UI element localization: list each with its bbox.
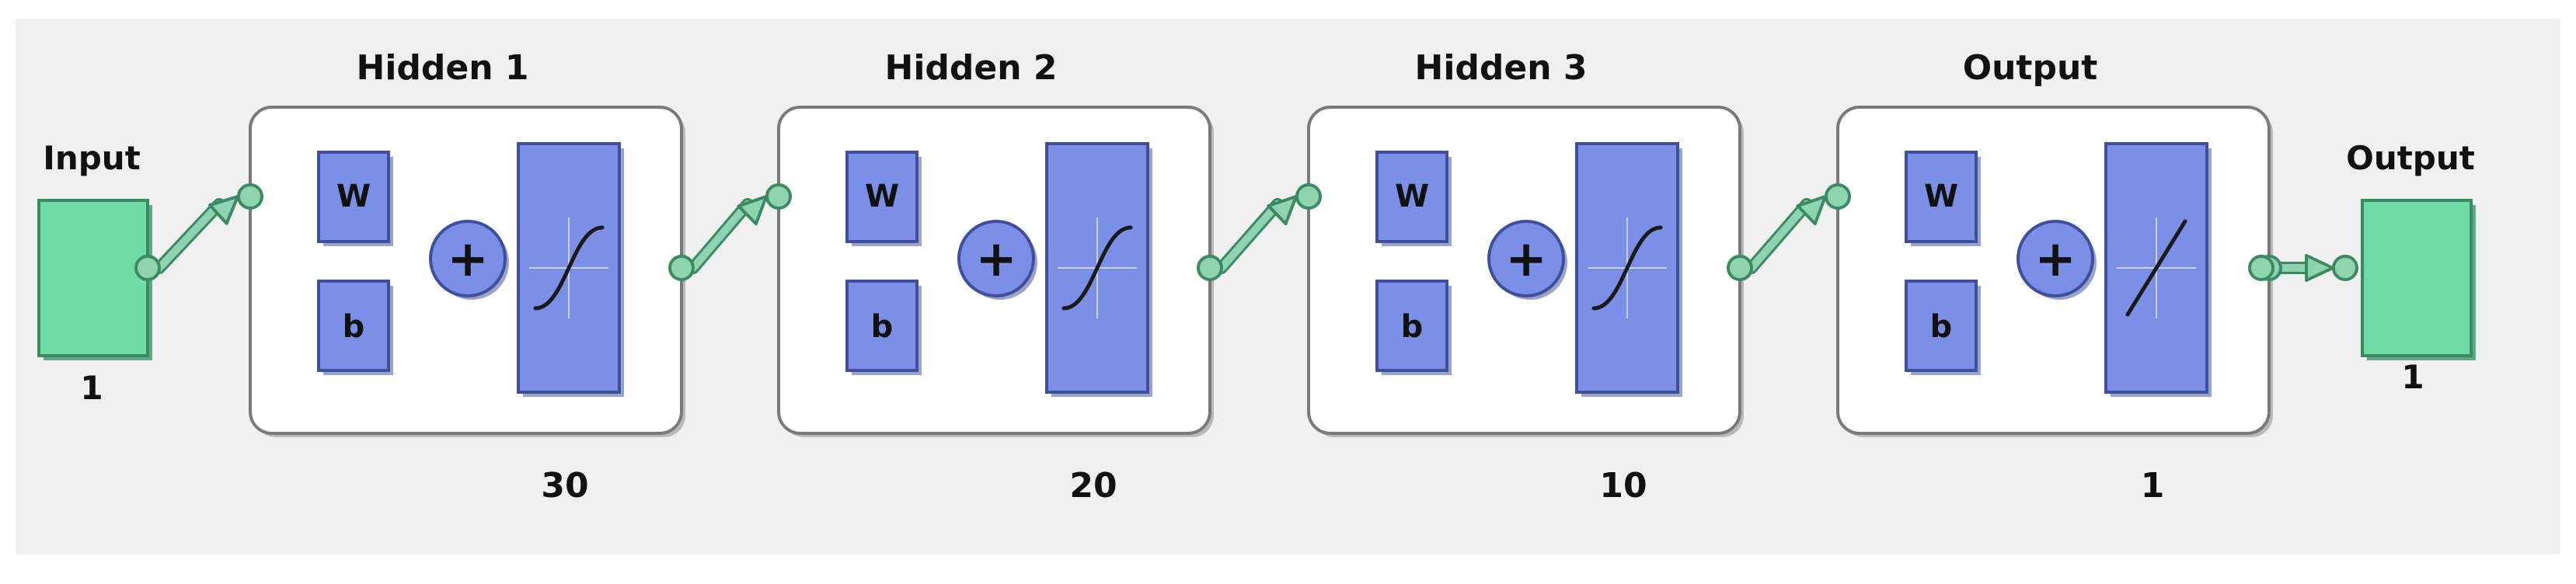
layer-2-incoming-arrow — [737, 195, 768, 226]
input-node — [37, 199, 149, 357]
input-output-port — [134, 255, 161, 281]
layer-2-input-port — [765, 183, 792, 210]
layer-4-incoming-link — [1748, 200, 1811, 272]
layer-3-summation-symbol: + — [1505, 231, 1547, 288]
layer-1-title: Hidden 1 — [357, 48, 529, 88]
layer-3-sigmoid-transfer-icon — [1591, 225, 1663, 311]
output-node-arrow — [2305, 254, 2334, 282]
output-size: 1 — [2401, 358, 2424, 396]
diagram-nodes — [37, 106, 2476, 437]
layer-4-size: 1 — [2141, 466, 2165, 506]
layer-1-output-port — [668, 255, 695, 281]
layer-2-summation-symbol: + — [975, 231, 1017, 288]
layer-4-title: Output — [1963, 48, 2098, 88]
input-size: 1 — [80, 369, 103, 407]
layer-3-size: 10 — [1599, 466, 1647, 506]
layer-4-summation-symbol: + — [2034, 231, 2076, 288]
layer-3-bias-label: b — [1401, 309, 1424, 345]
output-node — [2361, 199, 2473, 357]
layer-1-summation-node — [429, 220, 507, 297]
layer-2-output-port — [1197, 255, 1223, 281]
layer-2-bias-label: b — [871, 309, 894, 345]
layer-4-input-port — [1825, 183, 1851, 210]
layer-2-bias-block — [845, 280, 919, 372]
layer-3-output-port — [1727, 255, 1753, 281]
layer-1-bias-block — [317, 280, 390, 372]
layer-1-size: 30 — [541, 466, 588, 506]
layer-1-summation-symbol: + — [447, 231, 489, 288]
layer-3-bias-block — [1375, 280, 1448, 372]
layer-3-weight-block — [1375, 151, 1448, 243]
layer-2-title: Hidden 2 — [885, 48, 1058, 88]
layer-2-incoming-link — [689, 200, 751, 272]
network-output-port — [2248, 255, 2274, 281]
layer-3-incoming-arrow — [1267, 195, 1298, 226]
layer-3-weight-label: W — [1395, 179, 1429, 214]
layer-4-summation-node — [2017, 220, 2094, 297]
layer-1-bias-label: b — [343, 309, 365, 345]
layer-3-title: Hidden 3 — [1415, 48, 1588, 88]
layer-2-summation-node — [957, 220, 1035, 297]
layer-4-weight-label: W — [1924, 179, 1958, 214]
diagram-labels: Input 1 Hidden 1 30 Wb + Hidden 2 20 Wb + Hidden 3… — [43, 48, 2475, 506]
input-title: Input — [43, 139, 141, 177]
layer-4-linear-transfer-icon — [2125, 219, 2187, 317]
layer-1-input-port — [237, 183, 263, 210]
layer-2-weight-block — [845, 151, 919, 243]
layer-1-incoming-link — [155, 200, 223, 272]
layer-4-bias-block — [1905, 280, 1978, 372]
layer-3-incoming-link — [1218, 200, 1281, 272]
output-node-input-port — [2332, 255, 2358, 281]
layer-1-weight-block — [317, 151, 390, 243]
layer-3-summation-node — [1487, 220, 1565, 297]
layer-2-sigmoid-transfer-icon — [1061, 225, 1133, 311]
layer-1-sigmoid-transfer-icon — [533, 225, 605, 311]
layer-1-weight-label: W — [336, 179, 371, 214]
layer-1-incoming-arrow — [208, 195, 239, 225]
layer-2-weight-label: W — [865, 179, 899, 214]
layer-3-input-port — [1295, 183, 1322, 210]
layer-4-weight-block — [1905, 151, 1978, 243]
layer-4-bias-label: b — [1930, 309, 1953, 345]
output-title: Output — [2346, 139, 2475, 177]
layer-2-size: 20 — [1069, 466, 1117, 506]
layer-4-incoming-arrow — [1796, 195, 1827, 226]
